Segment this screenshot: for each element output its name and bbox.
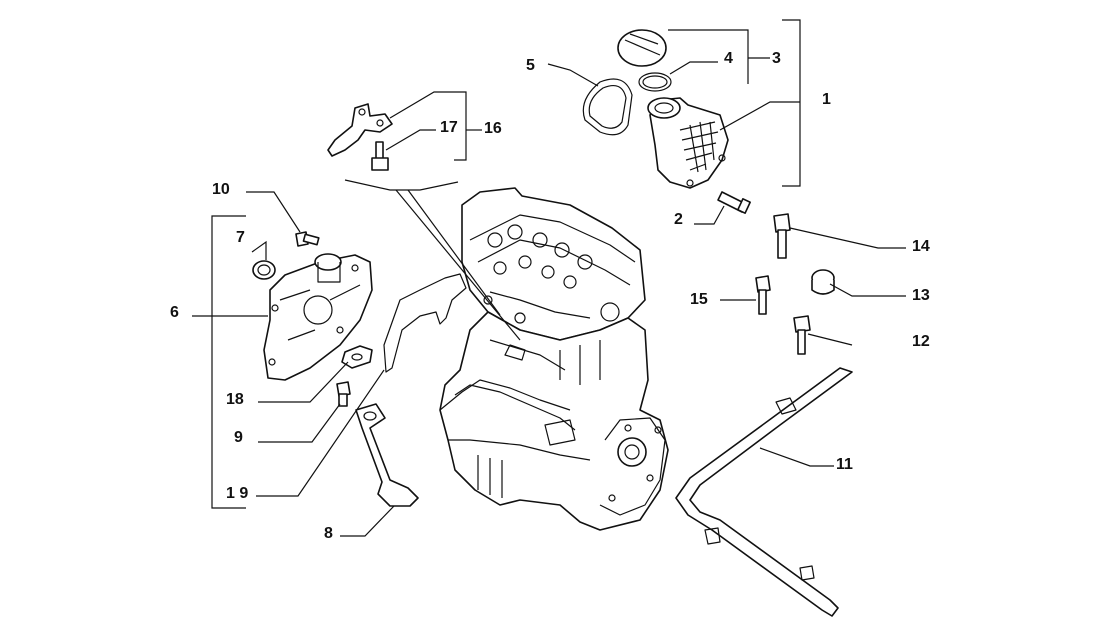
callout-6: 6: [170, 304, 179, 321]
coolant-pipe: [675, 367, 853, 617]
callout-12: 12: [912, 333, 930, 350]
callout-3: 3: [772, 50, 781, 67]
bolt-17: [371, 141, 389, 171]
o-ring-4: [638, 72, 672, 92]
callout-4: 4: [724, 50, 733, 67]
callout-10: 10: [212, 181, 230, 198]
bolt-15: [755, 275, 771, 315]
timing-cover: [263, 253, 373, 381]
bracket-16: [327, 103, 393, 157]
callout-16: 16: [484, 120, 502, 137]
bolt-10: [295, 231, 320, 247]
callout-18: 18: [226, 391, 244, 408]
callout-7: 7: [236, 229, 245, 246]
callout-13: 13: [912, 287, 930, 304]
leader-lines: [192, 19, 906, 537]
bolt-12: [793, 315, 811, 355]
callout-17: 17: [440, 119, 458, 136]
bolt-9: [336, 381, 351, 407]
plug-13: [811, 269, 835, 295]
bolt-2: [717, 191, 751, 214]
callout-11: 11: [836, 456, 853, 473]
thermostat-housing: [647, 97, 729, 189]
dipstick-tube: [355, 403, 419, 507]
seal-7: [252, 260, 276, 280]
callout-8: 8: [324, 525, 333, 542]
gasket-18: [341, 345, 373, 369]
gasket-5: [582, 78, 633, 136]
callout-9: 9: [234, 429, 243, 446]
gasket-19: [383, 273, 467, 373]
callout-19: 1 9: [226, 485, 248, 502]
engine-block: [439, 187, 669, 531]
callout-14: 14: [912, 238, 930, 255]
callout-15: 15: [690, 291, 708, 308]
callout-5: 5: [526, 57, 535, 74]
filler-cap: [617, 29, 667, 67]
callout-2: 2: [674, 211, 683, 228]
bolt-14: [773, 213, 791, 259]
callout-1: 1: [822, 91, 831, 108]
